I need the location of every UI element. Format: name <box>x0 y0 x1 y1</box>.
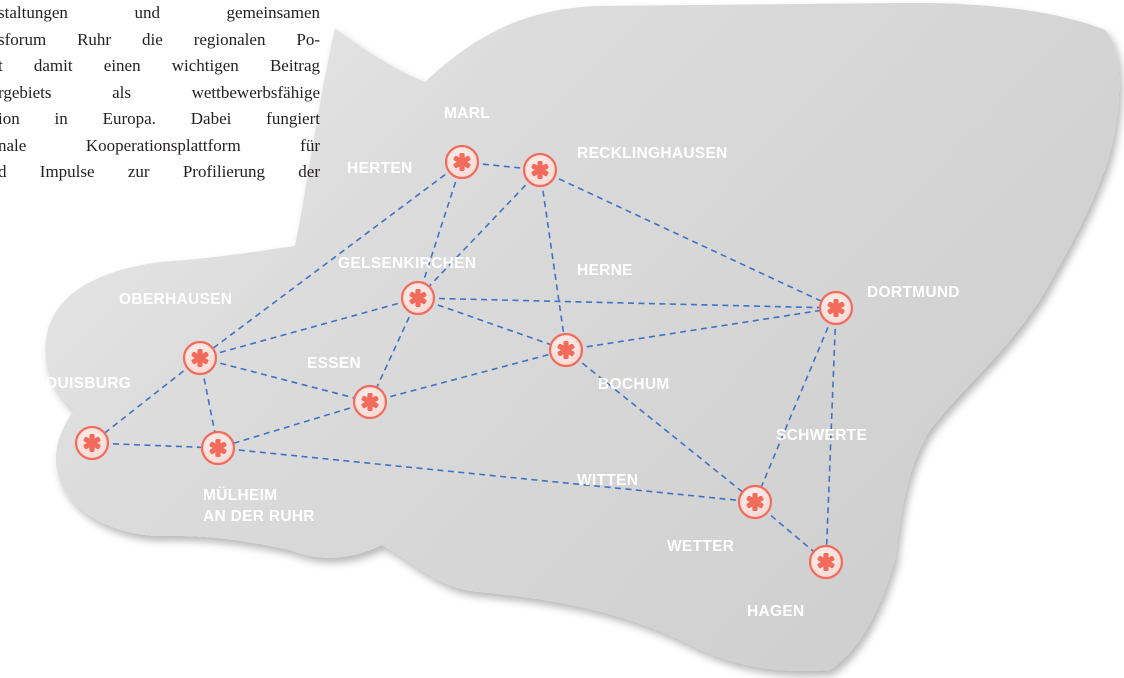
city-label-line: DORTMUND <box>867 284 960 301</box>
city-label-line: AN DER RUHR <box>203 508 315 525</box>
city-label-muelheim: MÜLHEIM AN DER RUHR <box>203 487 315 525</box>
asterisk-marker-icon <box>200 430 236 466</box>
link-gelsenkirchen-essen <box>369 297 419 403</box>
city-label-duisburg: DUISBURG <box>46 375 131 392</box>
intro-line: staltungen und gemeinsamen <box>0 3 320 22</box>
asterisk-marker-icon <box>352 384 388 420</box>
asterisk-marker-icon <box>737 484 773 520</box>
city-label-gelsenkirchen: GELSENKIRCHEN <box>338 255 476 272</box>
city-label-dortmund: DORTMUND <box>867 284 960 301</box>
intro-line: d Impulse zur Profilierung der <box>0 162 320 181</box>
asterisk-marker-icon <box>182 340 218 376</box>
city-label-herne: HERNE <box>577 262 633 279</box>
city-label-wetter: WETTER <box>667 538 734 555</box>
intro-line: nale Kooperationsplattform für <box>0 135 320 155</box>
intro-line: sforum Ruhr die regionalen Po- <box>0 29 320 49</box>
city-label-witten: WITTEN <box>577 472 638 489</box>
link-bochum-dortmund <box>565 307 837 351</box>
city-label-line: DUISBURG <box>46 375 131 392</box>
city-label-line: BOCHUM <box>598 376 670 393</box>
city-label-marl: MARL <box>444 105 490 122</box>
city-label-recklinghausen: RECKLINGHAUSEN <box>577 145 728 162</box>
markers-layer <box>74 144 854 580</box>
city-label-herten: HERTEN <box>347 160 413 177</box>
link-herten-gelsenkirchen <box>417 161 463 299</box>
asterisk-marker-icon <box>74 425 110 461</box>
city-label-line: MARL <box>444 105 490 122</box>
link-gelsenkirchen-bochum <box>417 297 567 351</box>
asterisk-marker-icon <box>522 152 558 188</box>
city-label-line: OBERHAUSEN <box>119 291 232 308</box>
link-oberhausen-duisburg <box>91 357 201 444</box>
city-label-line: GELSENKIRCHEN <box>338 255 476 272</box>
ruhr-region-shape <box>45 2 1120 671</box>
asterisk-marker-icon <box>444 144 480 180</box>
link-recklinghausen-gelsenkirchen <box>417 169 541 299</box>
intro-line: ion in Europa. Dabei fungiert <box>0 109 320 128</box>
link-essen-bochum <box>369 349 567 403</box>
city-label-line: SCHWERTE <box>776 427 867 444</box>
link-dortmund-wetter <box>754 307 837 503</box>
asterisk-marker-icon <box>808 544 844 580</box>
asterisk-marker-icon <box>818 290 854 326</box>
intro-paragraph: staltungen und gemeinsamen sforum Ruhr d… <box>0 0 320 186</box>
link-oberhausen-essen <box>199 357 371 403</box>
city-label-oberhausen: OBERHAUSEN <box>119 291 232 308</box>
link-muelheim-wetter <box>217 447 756 503</box>
city-label-essen: ESSEN <box>307 355 361 372</box>
intro-line: rgebiets als wettbewerbsfähige <box>0 82 320 102</box>
link-recklinghausen-dortmund <box>539 169 837 309</box>
city-label-line: HAGEN <box>747 603 804 620</box>
link-dortmund-hagen <box>825 307 837 563</box>
city-label-line: HERTEN <box>347 160 413 177</box>
links-layer <box>91 161 837 563</box>
link-essen-muelheim <box>217 401 371 449</box>
city-label-line: RECKLINGHAUSEN <box>577 145 728 162</box>
city-label-schwerte: SCHWERTE <box>776 427 867 444</box>
city-label-line: WITTEN <box>577 472 638 489</box>
asterisk-marker-icon <box>548 332 584 368</box>
city-label-hagen: HAGEN <box>747 603 804 620</box>
link-bochum-wetter <box>565 349 756 503</box>
city-label-bochum: BOCHUM <box>598 376 670 393</box>
link-recklinghausen-bochum <box>539 169 567 351</box>
asterisk-marker-icon <box>400 280 436 316</box>
link-duisburg-muelheim <box>91 442 219 449</box>
labels-layer: MARL HERTEN RECKLINGHAUSEN GELSENKIRCHEN HER… <box>46 105 960 620</box>
intro-line: t damit einen wichtigen Beitrag <box>0 56 320 75</box>
link-gelsenkirchen-dortmund <box>417 297 837 309</box>
city-label-line: ESSEN <box>307 355 361 372</box>
city-label-line: WETTER <box>667 538 734 555</box>
city-label-line: HERNE <box>577 262 633 279</box>
city-label-line: MÜLHEIM <box>203 487 277 504</box>
link-herten-oberhausen <box>199 161 463 359</box>
